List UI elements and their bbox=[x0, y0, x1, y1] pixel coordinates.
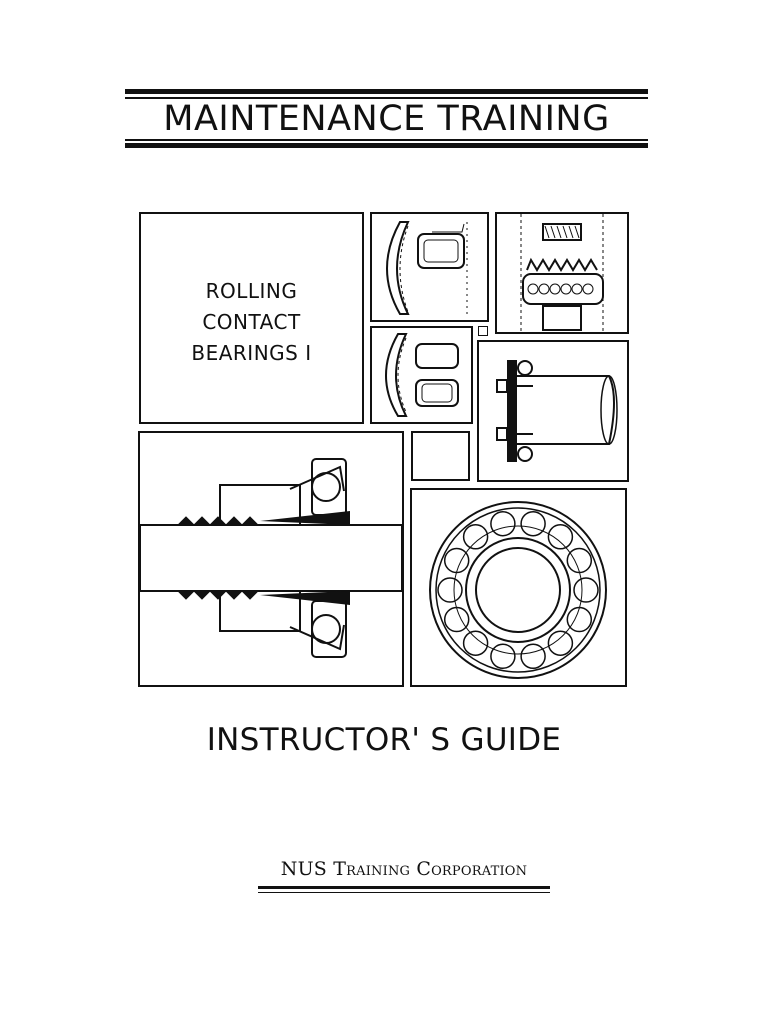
roller-element bbox=[443, 547, 470, 574]
roller-element bbox=[462, 524, 489, 550]
cylindrical-roller-bearing-icon bbox=[370, 326, 473, 424]
publisher-name: NUS Training Corporation bbox=[280, 858, 528, 880]
publisher-rule-thick bbox=[258, 886, 550, 889]
roller-bearing-ring-icon bbox=[410, 488, 627, 687]
guide-title: INSTRUCTOR' S GUIDE bbox=[206, 722, 562, 758]
module-title-line-3: BEARINGS I bbox=[191, 341, 312, 365]
header-top-rule-thin bbox=[125, 97, 648, 99]
page-title: MAINTENANCE TRAINING bbox=[163, 99, 610, 139]
roller-element bbox=[566, 606, 593, 633]
roller-element bbox=[520, 510, 546, 537]
roller-element bbox=[437, 577, 463, 603]
header-bottom-rule-thick bbox=[125, 143, 648, 148]
roller-element bbox=[547, 630, 574, 656]
roller-element bbox=[490, 510, 516, 537]
tapered-roller-bearing-section-icon bbox=[370, 212, 489, 322]
roller-element bbox=[490, 643, 516, 670]
module-title-line-2: CONTACT bbox=[202, 310, 301, 334]
roller-element bbox=[520, 643, 546, 670]
roller-element bbox=[547, 524, 574, 550]
empty-frame bbox=[411, 431, 470, 481]
adapter-sleeve-bearing-icon bbox=[138, 431, 404, 687]
roller-element bbox=[443, 606, 470, 633]
roller-element bbox=[462, 630, 489, 656]
header-top-rule-thick bbox=[125, 89, 648, 94]
roller-element bbox=[566, 547, 593, 574]
module-title-box: ROLLING CONTACT BEARINGS I bbox=[139, 212, 364, 424]
bearing-on-threaded-shaft-icon bbox=[495, 212, 629, 334]
module-title: ROLLING CONTACT BEARINGS I bbox=[141, 276, 362, 369]
roller-element bbox=[573, 577, 599, 603]
small-square-marker bbox=[478, 326, 488, 336]
module-title-line-1: ROLLING bbox=[205, 279, 298, 303]
flange-bolt-shaft-icon bbox=[477, 340, 629, 482]
header-bottom-rule-thin bbox=[125, 139, 648, 141]
publisher-rule-thin bbox=[258, 892, 550, 893]
